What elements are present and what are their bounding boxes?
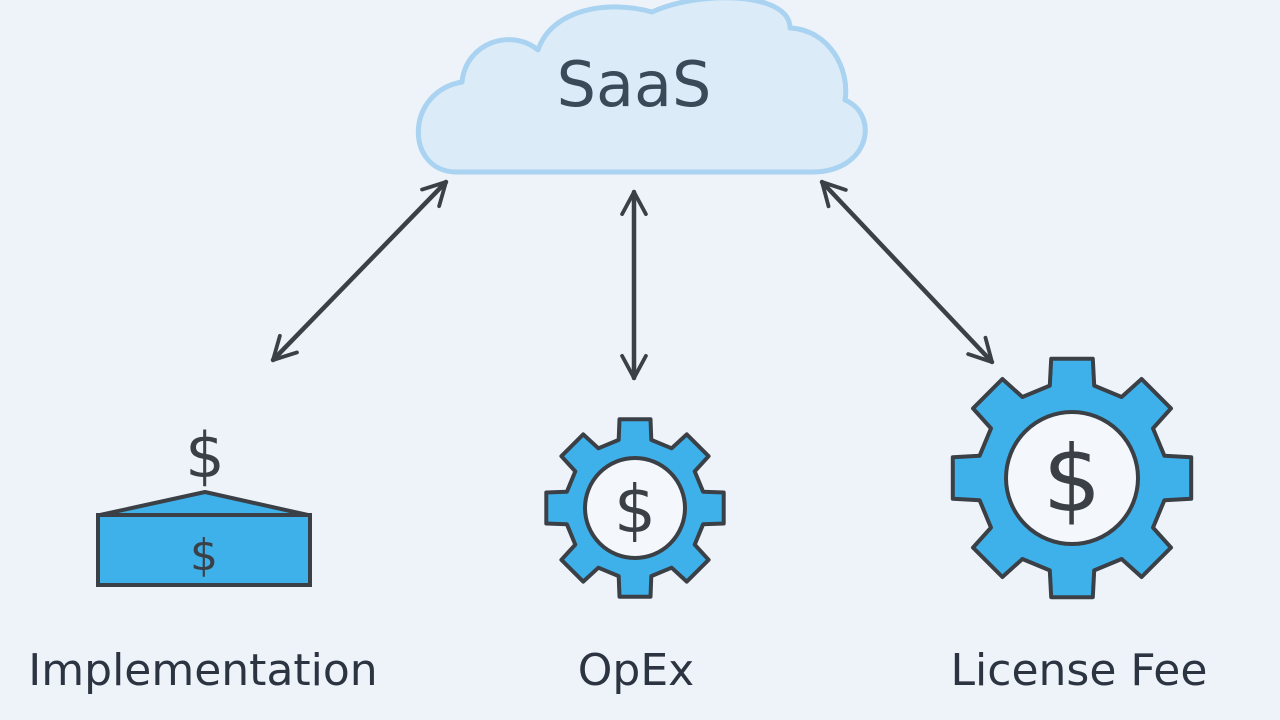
node-label-implementation: Implementation [28,645,378,696]
gear-dollar-text: $ [1043,426,1102,533]
node-label-license-fee: License Fee [950,645,1208,696]
dollar-gear-icon: $ [544,417,726,599]
gear-dollar-text: $ [614,471,656,548]
dollar-gear-icon: $ [950,356,1194,600]
money-tray-icon: $ $ [96,419,312,587]
cloud-label: SaaS [556,48,712,121]
saas-cloud [415,0,868,175]
dollar-sign-icon: $ [185,419,224,492]
arrow-saas-license-fee [819,179,995,365]
node-label-opex: OpEx [577,645,695,696]
tray-dollar-text: $ [190,530,218,581]
arrow-saas-implementation [270,179,449,363]
